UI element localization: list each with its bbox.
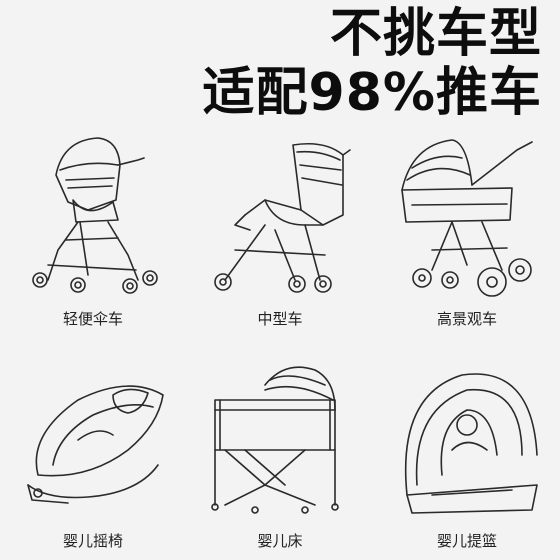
headline-line-1: 不挑车型 bbox=[329, 4, 542, 64]
headline-line-2: 适配98%推车 bbox=[202, 63, 542, 123]
product-card-baby-rocker: 婴儿摇椅 bbox=[0, 355, 186, 555]
mid-size-stroller-icon bbox=[205, 130, 355, 298]
product-card-mid-stroller: 中型车 bbox=[187, 130, 373, 330]
product-card-light-stroller: 轻便伞车 bbox=[0, 130, 186, 330]
infant-car-seat-icon bbox=[392, 355, 542, 523]
product-label: 中型车 bbox=[257, 310, 303, 328]
product-card-high-view-stroller: 高景观车 bbox=[374, 130, 560, 330]
high-view-stroller-icon bbox=[392, 130, 542, 298]
product-label: 高景观车 bbox=[436, 310, 497, 328]
product-label: 轻便伞车 bbox=[62, 310, 123, 328]
product-card-baby-crib: 婴儿床 bbox=[187, 355, 373, 555]
light-umbrella-stroller-icon bbox=[18, 130, 168, 298]
baby-rocker-icon bbox=[18, 355, 168, 523]
product-label: 婴儿提篮 bbox=[436, 532, 497, 550]
product-card-infant-car-seat: 婴儿提篮 bbox=[374, 355, 560, 555]
product-label: 婴儿床 bbox=[257, 532, 303, 550]
baby-crib-icon bbox=[205, 355, 355, 523]
product-label: 婴儿摇椅 bbox=[62, 532, 123, 550]
